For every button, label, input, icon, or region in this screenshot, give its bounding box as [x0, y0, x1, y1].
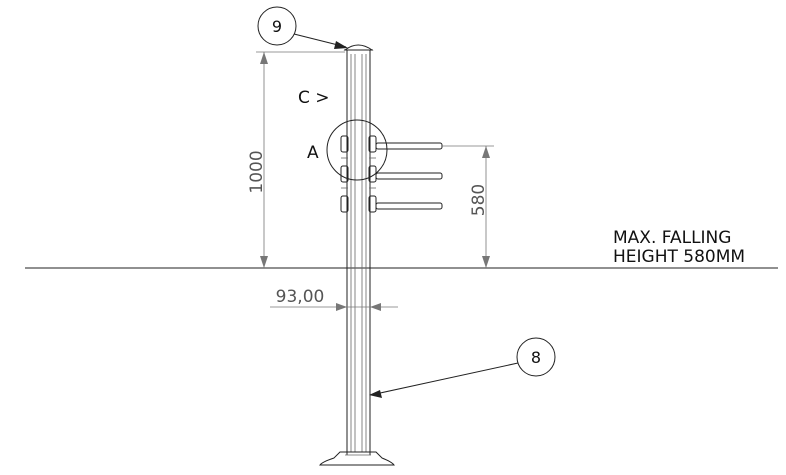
balloon-label-8: 8	[531, 348, 541, 367]
balloon-8	[369, 337, 556, 398]
dimension-93	[270, 303, 398, 311]
dimension-580	[442, 145, 494, 268]
note-line-1: MAX. FALLING	[613, 228, 731, 248]
note-line-2: HEIGHT 580MM	[613, 247, 745, 267]
detail-a-label: A	[307, 143, 319, 163]
dimension-label-1000: 1000	[247, 150, 267, 193]
dimension-1000	[256, 51, 345, 268]
dimension-label-93: 93,00	[276, 287, 325, 307]
balloon-label-9: 9	[272, 17, 282, 36]
post	[346, 50, 371, 455]
section-c-label: C >	[298, 88, 330, 108]
post-base	[319, 451, 395, 466]
dimension-label-580: 580	[469, 184, 489, 216]
rails	[375, 142, 443, 210]
clamps	[340, 135, 377, 213]
detail-a-circle	[326, 119, 388, 181]
balloon-9	[257, 6, 348, 49]
post-cap	[343, 44, 374, 51]
